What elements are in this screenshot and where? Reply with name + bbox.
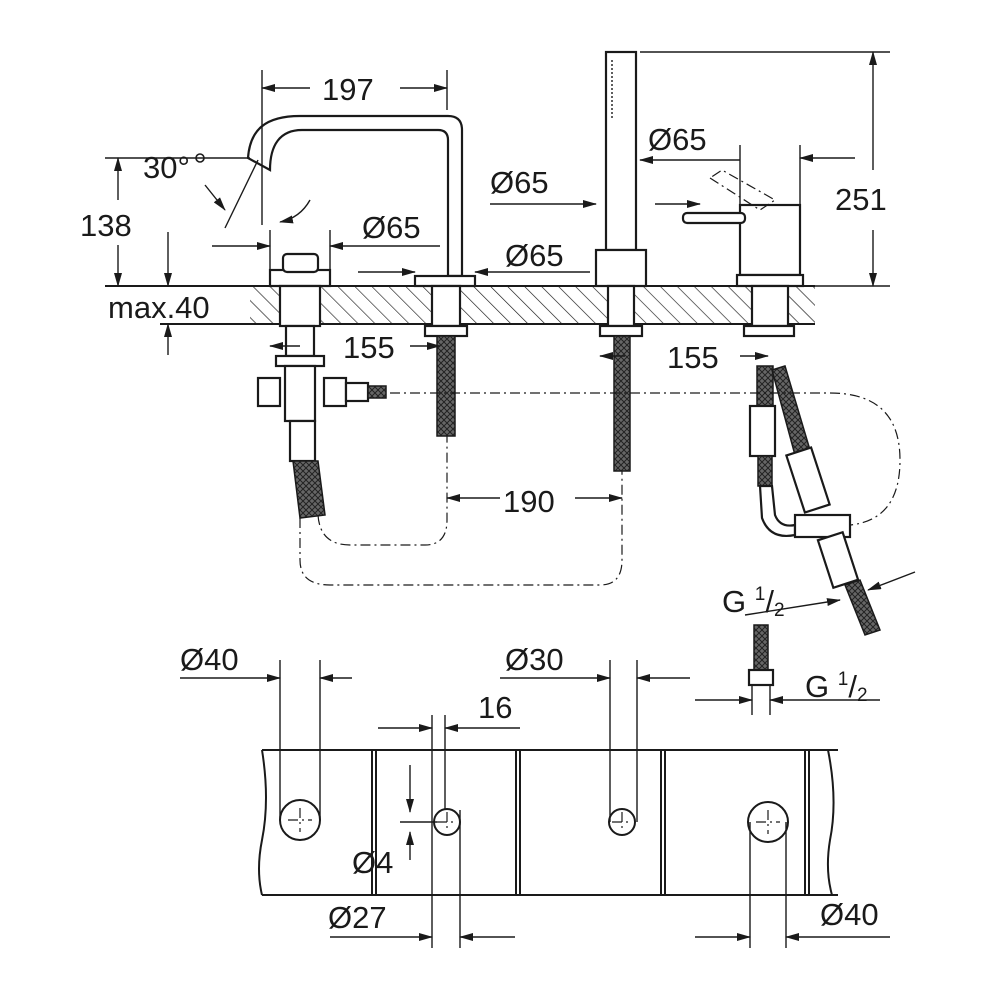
label-spout-base-diameter: Ø65 [362, 210, 421, 245]
dimension-labels: 197 30° 138 Ø65 Ø65 Ø65 Ø65 251 max.40 1… [80, 72, 887, 935]
label-thread-top: G 1/2 [722, 584, 785, 621]
label-spacing-left: 155 [343, 330, 395, 365]
deck-section [105, 285, 815, 325]
label-spout-reach: 197 [322, 72, 374, 107]
deck-cutout-plate [180, 624, 890, 948]
dimension-lines [105, 51, 916, 616]
hand-shower [594, 50, 648, 472]
label-hole-middle: Ø30 [505, 642, 564, 677]
label-spacing-middle: 190 [503, 484, 555, 519]
label-hole-27: Ø27 [328, 900, 387, 935]
label-deck-thickness: max.40 [108, 290, 210, 325]
label-spacing-16: 16 [478, 690, 512, 725]
degree-symbol [195, 153, 205, 163]
label-small-hole: Ø4 [352, 845, 393, 880]
hole-40-right [747, 801, 789, 843]
label-thread-bottom: G 1/2 [805, 669, 868, 706]
label-spout-height: 138 [80, 208, 132, 243]
spout-control-knob [256, 252, 387, 519]
spout [246, 114, 477, 437]
label-hole-right: Ø40 [820, 897, 879, 932]
lever-mixer [681, 169, 881, 636]
label-hole-left: Ø40 [180, 642, 239, 677]
label-mixer-base-diameter: Ø65 [648, 122, 707, 157]
label-shower-base-diameter-left: Ø65 [490, 165, 549, 200]
label-spout-angle: 30° [143, 150, 190, 185]
label-spacing-right: 155 [667, 340, 719, 375]
hole-30 [608, 808, 636, 836]
hose-paths [299, 392, 901, 586]
label-mixer-height: 251 [835, 182, 887, 217]
label-shower-base-diameter-right: Ø65 [505, 238, 564, 273]
hole-40-left [279, 799, 321, 841]
